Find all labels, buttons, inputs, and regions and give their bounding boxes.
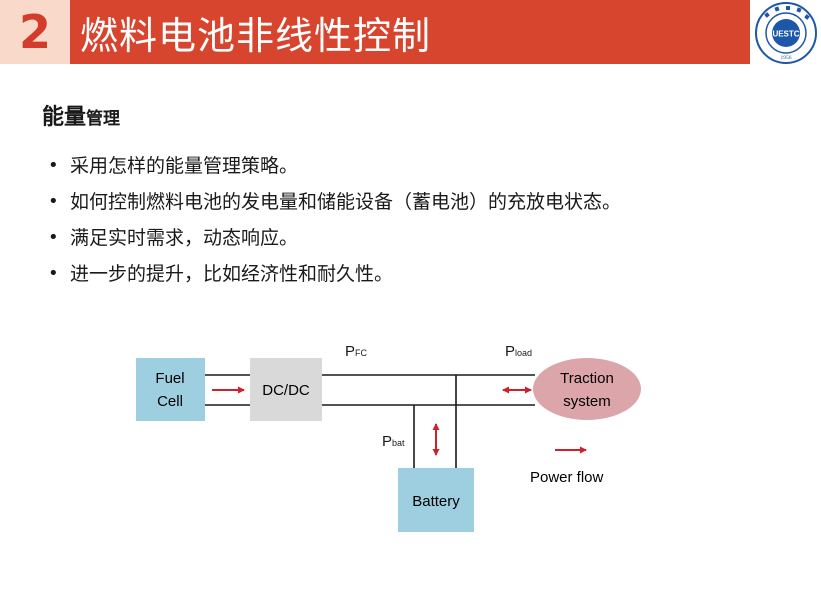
traction-label-line1: Traction [560, 370, 614, 387]
section-heading-suffix: 管理 [86, 109, 121, 129]
traction-system-ellipse [533, 358, 641, 420]
section-number: 2 [18, 5, 51, 59]
dcdc-label: DC/DC [262, 382, 310, 399]
section-number-box: 2 [0, 0, 70, 64]
pfc-label: PFC [345, 343, 368, 360]
battery-box [398, 468, 474, 532]
bullet-item: • 进一步的提升，比如经济性和耐久性。 [48, 256, 621, 292]
section-heading: 能量管理 [42, 99, 120, 131]
bullet-dot-icon: • [48, 263, 59, 284]
fuel-cell-label-line1: Fuel [155, 370, 184, 387]
title-bar: 燃料电池非线性控制 [70, 0, 750, 64]
dcdc-box [250, 358, 322, 421]
logo-year: 1956 [781, 55, 792, 61]
bullet-text: 如何控制燃料电池的发电量和储能设备（蓄电池）的充放电状态。 [70, 191, 622, 213]
bullet-item: • 采用怎样的能量管理策略。 [48, 148, 621, 184]
bullet-dot-icon: • [48, 155, 59, 176]
battery-label: Battery [412, 493, 460, 510]
bullet-dot-icon: • [48, 191, 59, 212]
bullet-text: 采用怎样的能量管理策略。 [70, 155, 299, 177]
bullet-text: 进一步的提升，比如经济性和耐久性。 [70, 263, 394, 285]
header-banner: 2 燃料电池非线性控制 [0, 0, 750, 64]
fuel-cell-label-line2: Cell [157, 393, 183, 410]
slide-title: 燃料电池非线性控制 [80, 13, 432, 58]
pload-label: Pload [505, 343, 532, 360]
section-heading-main: 能量 [42, 105, 87, 130]
bullet-list: • 采用怎样的能量管理策略。 • 如何控制燃料电池的发电量和储能设备（蓄电池）的充放… [48, 148, 621, 292]
logo-center-text: UESTC [772, 30, 799, 39]
legend-label: Power flow [530, 469, 604, 486]
traction-label-line2: system [563, 393, 611, 410]
bullet-item: • 满足实时需求，动态响应。 [48, 220, 621, 256]
bullet-text: 满足实时需求，动态响应。 [70, 227, 299, 249]
bullet-dot-icon: • [48, 227, 59, 248]
fuel-cell-box [136, 358, 205, 421]
energy-flow-diagram: Fuel Cell DC/DC Traction system Battery … [136, 343, 641, 532]
university-seal-icon: UESTC 1956 [755, 2, 817, 64]
pbat-label: Pbat [382, 433, 405, 450]
bus-lines [205, 374, 535, 468]
bullet-item: • 如何控制燃料电池的发电量和储能设备（蓄电池）的充放电状态。 [48, 184, 621, 220]
